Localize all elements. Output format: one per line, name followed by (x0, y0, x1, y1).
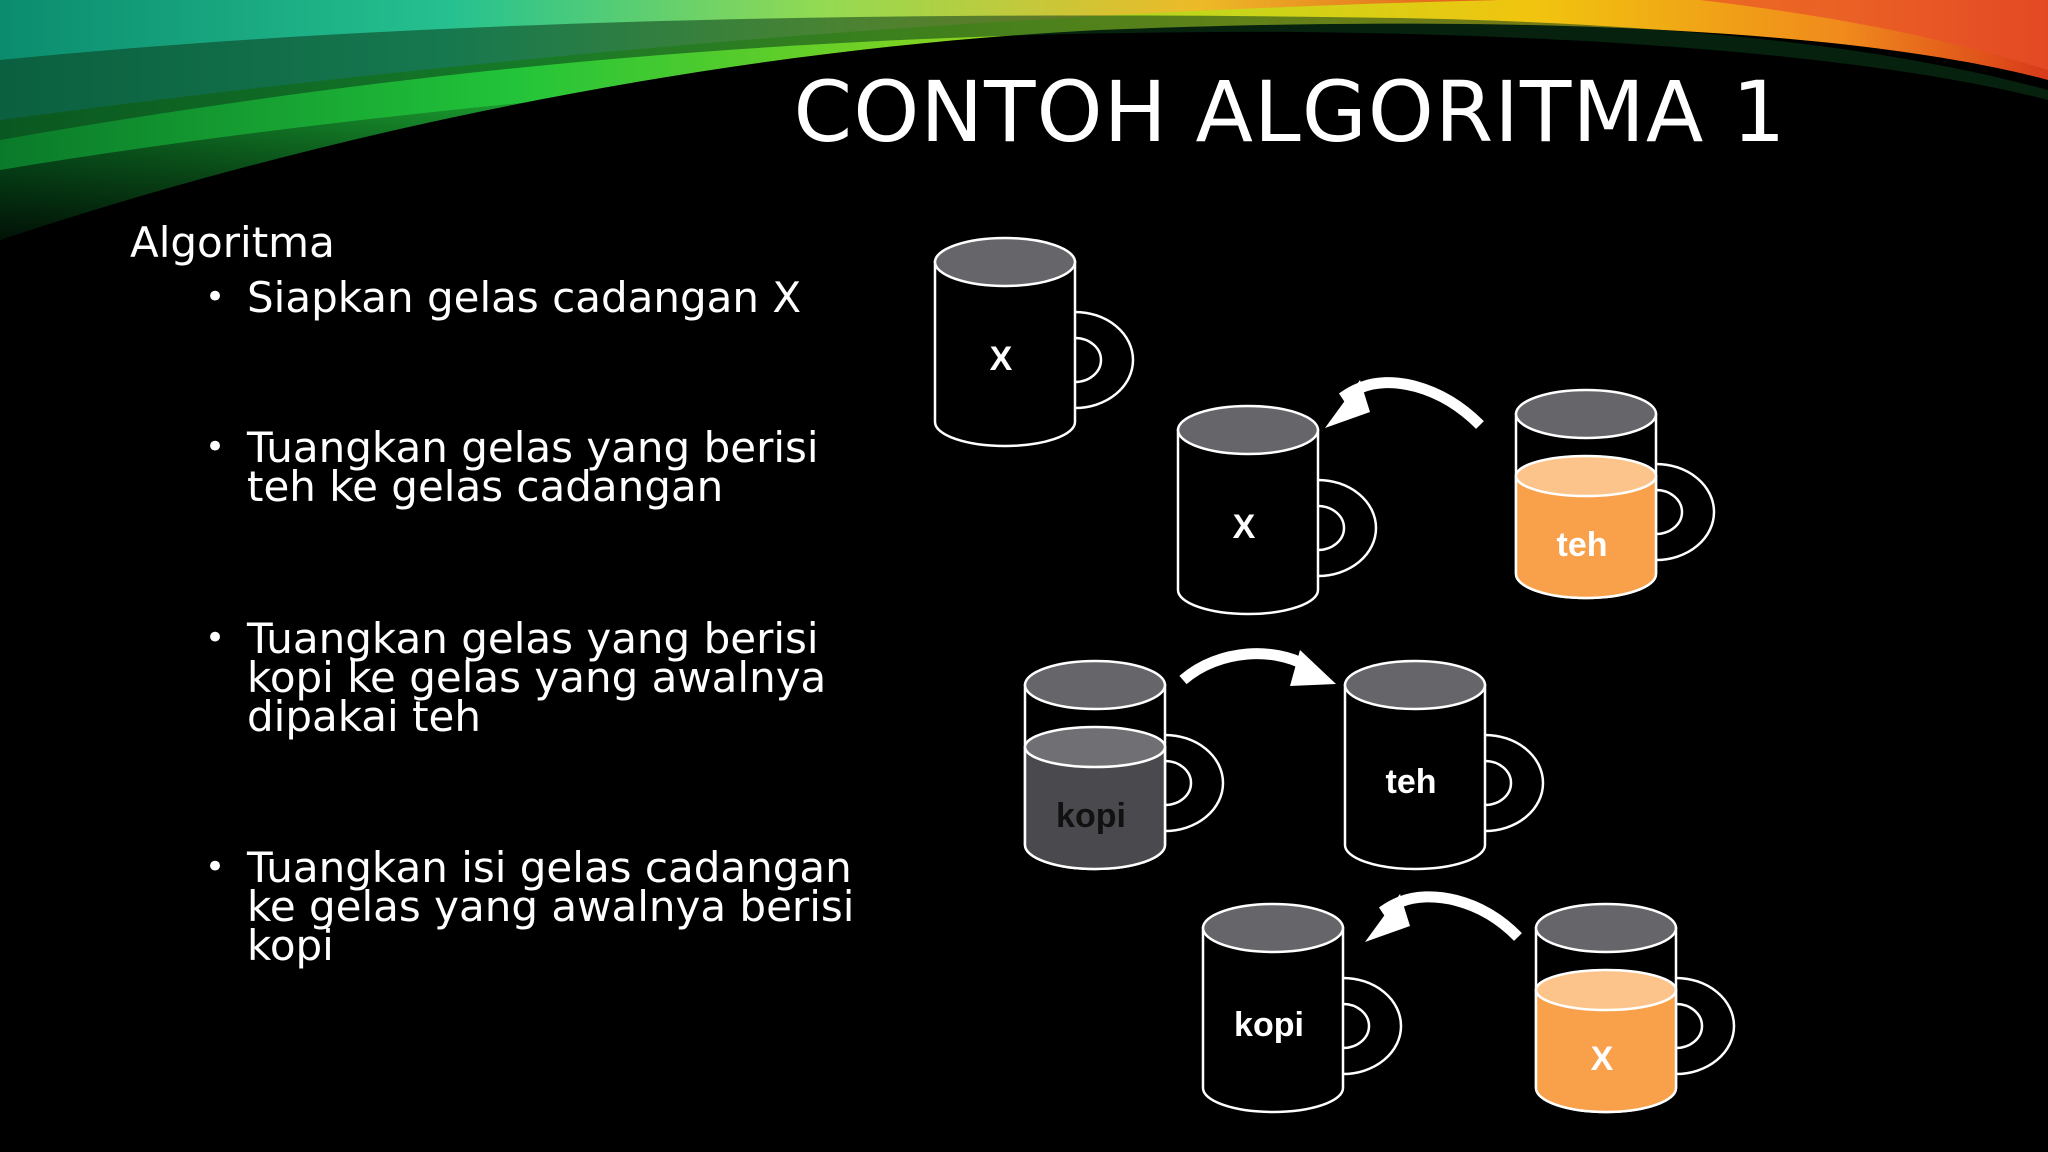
mug-handle-inner (1317, 504, 1346, 552)
mug-liquid-surface (1534, 968, 1678, 1012)
mug-label: X (990, 340, 1013, 378)
mug-handle-inner (1342, 1002, 1371, 1050)
mug-x-step4: X (1534, 902, 1736, 1114)
bullet-dot: • (205, 847, 226, 887)
mug-handle-outer (1484, 733, 1545, 833)
mug-handle-outer (1074, 310, 1135, 410)
step-3: • Tuangkan gelas yang berisi kopi ke gel… (205, 614, 845, 741)
mug-liquid (1514, 474, 1658, 600)
mug-handle-outer (1655, 462, 1716, 562)
arrow-kopi-to-teh (1179, 648, 1336, 686)
mug-rim (1023, 659, 1167, 711)
mug-kopi-step3: kopi (1023, 659, 1225, 871)
mug-kopi-step4: kopi (1201, 902, 1403, 1114)
mug-rim (1534, 902, 1678, 954)
mug-rim (933, 236, 1077, 288)
step-4-text: Tuangkan isi gelas cadangan ke gelas yan… (247, 843, 855, 970)
mug-x-step2: X (1176, 404, 1378, 616)
mug-body (1343, 683, 1487, 871)
arrow-x-to-kopi (1365, 891, 1522, 942)
step-2: • Tuangkan gelas yang berisi teh ke gela… (205, 423, 845, 511)
mug-handle-outer (1342, 976, 1403, 1076)
mug-label: X (1233, 508, 1256, 546)
mug-rim (1176, 404, 1320, 456)
mug-x-initial: X (933, 236, 1135, 448)
mug-rim (1201, 902, 1345, 954)
mug-handle-outer (1317, 478, 1378, 578)
mug-handle-inner (1164, 759, 1193, 807)
step-2-text: Tuangkan gelas yang berisi teh ke gelas … (247, 423, 819, 511)
mug-liquid (1023, 745, 1167, 871)
mug-liquid-surface (1514, 454, 1658, 498)
mug-handle-inner (1675, 1002, 1704, 1050)
mug-rim (1514, 388, 1658, 440)
arrow-teh-to-x (1325, 377, 1484, 429)
mug-rim (1343, 659, 1487, 711)
mug-body (933, 260, 1077, 448)
mug-label: X (1591, 1040, 1614, 1078)
bullet-dot: • (205, 427, 226, 467)
mug-handle-inner (1484, 759, 1513, 807)
mug-label: kopi (1056, 797, 1126, 835)
step-3-text: Tuangkan gelas yang berisi kopi ke gelas… (247, 614, 827, 741)
mug-liquid (1534, 988, 1678, 1114)
mug-teh-step3: teh (1343, 659, 1545, 871)
algorithm-heading: Algoritma (130, 218, 335, 267)
mug-body (1201, 926, 1345, 1114)
mug-label: teh (1557, 526, 1608, 564)
mug-label: kopi (1234, 1006, 1304, 1044)
step-4: • Tuangkan isi gelas cadangan ke gelas y… (205, 843, 865, 970)
step-1: • Siapkan gelas cadangan X (205, 273, 865, 322)
mug-handle-inner (1655, 488, 1684, 536)
mug-body (1176, 428, 1320, 616)
bullet-dot: • (205, 618, 226, 658)
step-1-text: Siapkan gelas cadangan X (247, 273, 802, 322)
mug-liquid-surface (1023, 725, 1167, 769)
mug-handle-outer (1164, 733, 1225, 833)
mug-teh-step2: teh (1514, 388, 1716, 600)
mug-handle-outer (1675, 976, 1736, 1076)
slide-title: CONTOH ALGORITMA 1 (793, 63, 1787, 161)
mug-label: teh (1386, 763, 1437, 801)
bullet-dot: • (205, 277, 226, 317)
mug-handle-inner (1074, 336, 1103, 384)
